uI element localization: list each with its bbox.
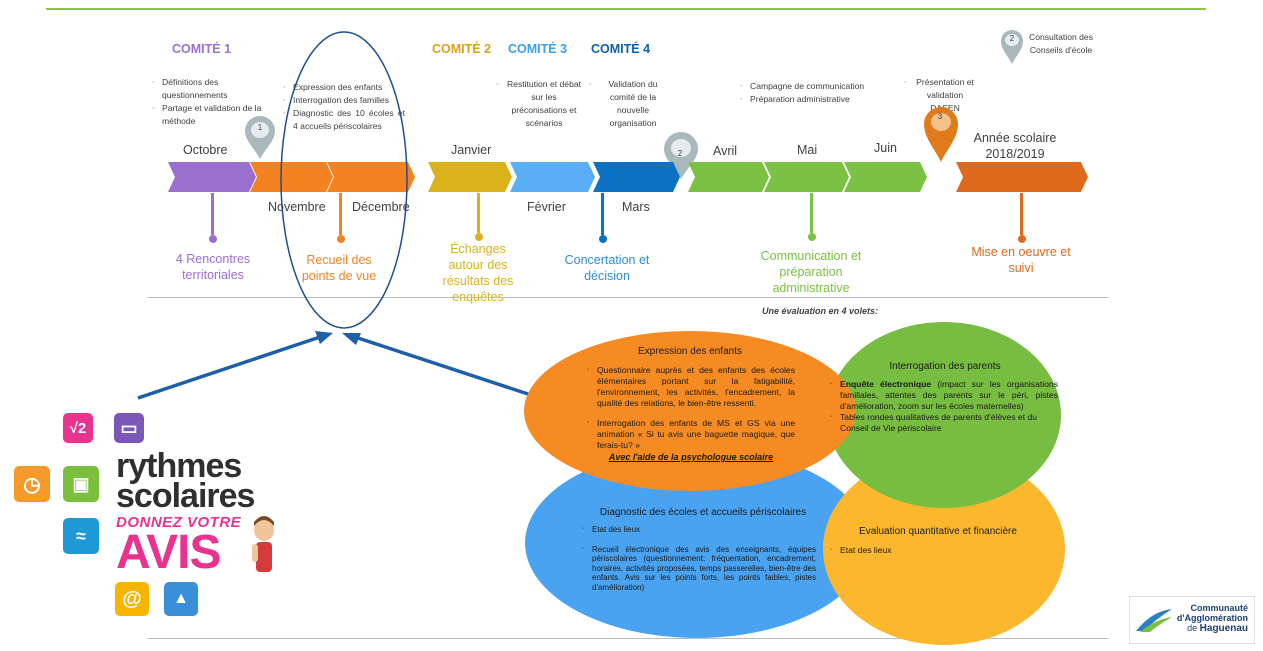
note-item: Validation du comité de la nouvelle orga…	[589, 78, 667, 130]
phase-label: Communication et préparation administrat…	[760, 249, 862, 295]
phase-dot	[337, 235, 345, 243]
phase-stem	[477, 193, 480, 233]
month-octobre: Octobre	[183, 143, 228, 157]
agglo-line: d'Agglomération	[1176, 613, 1248, 623]
alarm-clock-icon: ◷	[14, 466, 50, 502]
logo-line-rythmes: rythmes	[116, 447, 242, 485]
agglo-text: Communauté d'Agglomération de Haguenau	[1177, 603, 1248, 634]
phase-dot	[599, 235, 607, 243]
notes-committee-2-3: Restitution et débat sur les préconisati…	[496, 78, 582, 130]
phase-stem	[810, 193, 813, 233]
bullet-item: Recueil électronique des avis des enseig…	[582, 545, 816, 593]
map-pin-icon	[245, 116, 275, 159]
bus-icon: ▣	[63, 466, 99, 502]
phase-stem	[211, 193, 214, 235]
phase-label: Échanges autour des résultats des enquêt…	[442, 242, 514, 304]
bullet-item: Etat des lieux	[830, 545, 1010, 556]
bullet-text: (impact sur les organisations familiales…	[840, 379, 1058, 411]
bullet-item: Questionnaire auprès et des enfants des …	[587, 365, 795, 409]
note-item: Interrogation des familles	[283, 94, 405, 107]
pin-number: 2	[677, 149, 683, 158]
month-fevrier: Février	[527, 200, 566, 214]
agglo-logo: Communauté d'Agglomération de Haguenau	[1129, 596, 1255, 644]
phase-dot	[209, 235, 217, 243]
agglo-line: de Haguenau	[1177, 623, 1248, 634]
mountain-icon: ▲	[164, 582, 198, 616]
committee-2-label: COMITÉ 2	[432, 42, 492, 56]
agglo-line: Communauté	[1190, 603, 1248, 613]
notes-committee-1: Définitions des questionnements Partage …	[152, 76, 267, 128]
volet-diagnostic-body: Etat des lieux Recueil électronique des …	[582, 525, 816, 592]
note-item: Définitions des questionnements	[152, 76, 267, 102]
volet-enfants-footer: Avec l'aide de la psychologue scolaire	[608, 452, 774, 462]
volet-parents-title: Interrogation des parents	[889, 361, 1001, 372]
bullet-item: Enquête électronique (impact sur les org…	[830, 379, 1058, 412]
bullet-item: Etat des lieux	[582, 525, 816, 535]
month-decembre: Décembre	[352, 200, 410, 214]
logo-line-donnez-votre: DONNEZ VOTRE	[116, 514, 242, 531]
notes-circled: Expression des enfants Interrogation des…	[283, 81, 405, 133]
volet-enfants-body: Questionnaire auprès et des enfants des …	[587, 365, 795, 463]
volet-evaluation-title: Evaluation quantitative et financière	[859, 526, 1017, 537]
swimming-icon: ≈	[63, 518, 99, 554]
month-avril: Avril	[713, 144, 738, 158]
committee-1-label: COMITÉ 1	[172, 42, 232, 56]
phase-dot	[475, 233, 483, 241]
phase-label: Mise en oeuvre et suivi	[971, 245, 1071, 275]
phase-stem	[339, 193, 342, 235]
note-item: Campagne de communication	[740, 80, 890, 93]
map-pin-icon	[664, 132, 698, 179]
evaluation-title: Une évaluation en 4 volets:	[762, 306, 879, 316]
phase-dot	[1018, 235, 1026, 243]
volet-diagnostic-title: Diagnostic des écoles et accueils périsc…	[599, 507, 807, 518]
volet-evaluation-body: Etat des lieux	[830, 545, 1010, 556]
committee-3-label: COMITÉ 3	[508, 42, 568, 56]
agglo-swoosh-icon	[1136, 609, 1172, 632]
pin-number: 1	[257, 123, 263, 132]
phase-label: Concertation et décision	[564, 253, 650, 283]
bullet-item: Interrogation des enfants de MS et GS vi…	[587, 418, 795, 451]
notes-avril: Campagne de communication Préparation ad…	[740, 80, 890, 106]
volet-enfants-title: Expression des enfants	[638, 346, 742, 357]
note-item: Diagnostic des 10 écoles et 4 accueils p…	[283, 107, 405, 133]
note-item: Expression des enfants	[283, 81, 405, 94]
committee-4-label: COMITÉ 4	[591, 42, 651, 56]
note-consultation: Consultation des Conseils d'école	[1028, 32, 1094, 55]
map-pin-icon	[924, 107, 958, 162]
bold-text: Enquête électronique	[840, 379, 932, 389]
top-rule	[46, 8, 1206, 10]
pin-number: 3	[937, 112, 943, 121]
pin-number: 2	[1009, 34, 1015, 43]
note-item: Préparation administrative	[740, 93, 890, 106]
month-juin: Juin	[874, 141, 897, 155]
notes-committee-4: Validation du comité de la nouvelle orga…	[589, 78, 667, 130]
note-item: Partage et validation de la méthode	[152, 102, 267, 128]
month-mars: Mars	[622, 200, 650, 214]
agglo-line-prefix: de	[1187, 623, 1198, 633]
phase-stem	[1020, 193, 1023, 235]
month-janvier: Janvier	[451, 143, 492, 157]
square-root-icon: √2	[63, 413, 93, 443]
map-pin-icon	[1001, 30, 1023, 64]
separator	[147, 638, 1109, 639]
bullet-item: Tables rondes qualitatives de parents d'…	[830, 412, 1058, 434]
logo-line-scolaires: scolaires	[116, 477, 255, 515]
volet-parents-body: Enquête électronique (impact sur les org…	[830, 379, 1058, 434]
book-icon: ▭	[114, 413, 144, 443]
logo-line-avis: AVIS	[116, 526, 221, 579]
at-sign-icon: @	[115, 582, 149, 616]
timeline-arrows	[168, 162, 1088, 192]
agglo-line-main: Haguenau	[1199, 623, 1248, 634]
phase-stem	[601, 193, 604, 235]
phase-dot	[808, 233, 816, 241]
month-annee-scolaire: Année scolaire 2018/2019	[973, 131, 1057, 161]
phase-label: 4 Rencontres territoriales	[175, 252, 251, 282]
separator	[147, 297, 1109, 298]
note-item: Restitution et débat sur les préconisati…	[496, 78, 582, 130]
child-illustration-icon	[252, 516, 274, 572]
month-mai: Mai	[797, 143, 818, 157]
phase-label: Recueil des points de vue	[301, 253, 377, 283]
